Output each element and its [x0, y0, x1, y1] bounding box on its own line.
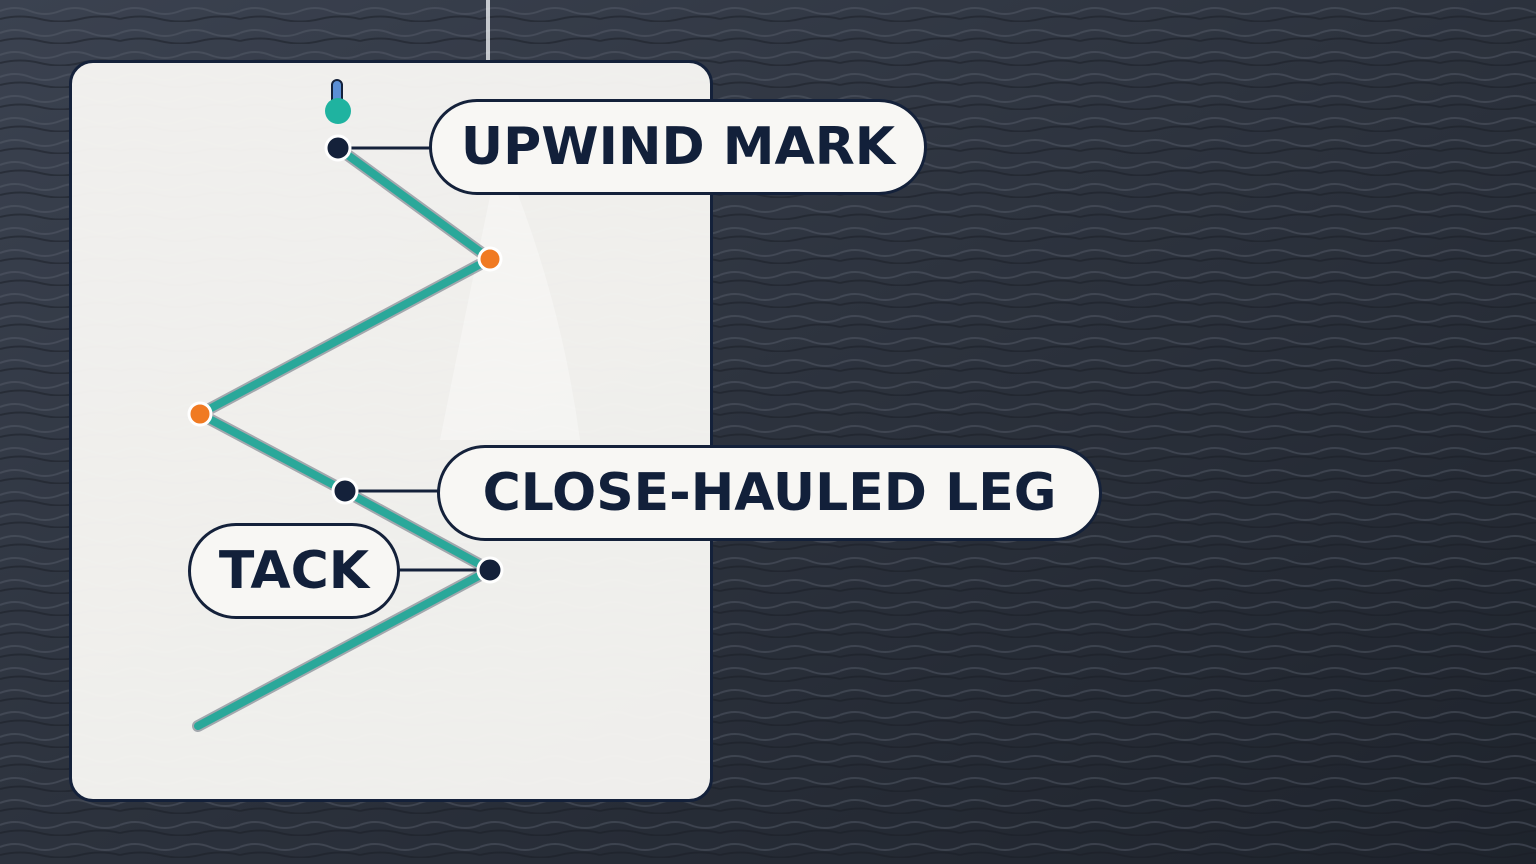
- tack-label: TACK: [188, 523, 400, 619]
- close-hauled-leg-label: CLOSE-HAULED LEG: [437, 445, 1102, 541]
- upwind-mark-point: [324, 134, 352, 162]
- tack-point: [477, 246, 503, 272]
- close-hauled-leg-point: [331, 477, 359, 505]
- upwind-mark-label: UPWIND MARK: [429, 99, 927, 195]
- upwind-mark-buoy-icon: [325, 98, 351, 124]
- tack-point: [187, 401, 213, 427]
- course-line-fill: [194, 144, 494, 730]
- sail-silhouette: [440, 150, 580, 440]
- tack-callout-point: [476, 556, 504, 584]
